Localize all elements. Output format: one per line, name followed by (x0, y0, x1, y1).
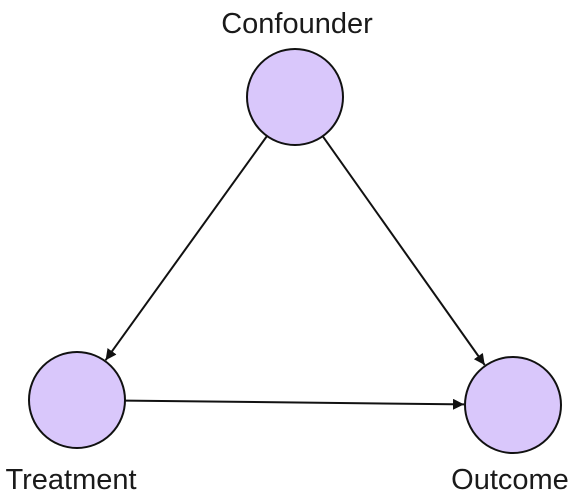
node-label-outcome: Outcome (451, 464, 569, 494)
node-outcome[interactable] (464, 356, 562, 454)
edge-treatment-to-outcome (124, 398, 465, 410)
edge-confounder-to-treatment (104, 135, 268, 361)
node-label-treatment: Treatment (5, 464, 136, 494)
node-label-confounder: Confounder (221, 8, 373, 40)
edge-confounder-to-outcome (321, 135, 486, 366)
node-treatment[interactable] (28, 351, 126, 449)
node-confounder[interactable] (246, 48, 344, 146)
